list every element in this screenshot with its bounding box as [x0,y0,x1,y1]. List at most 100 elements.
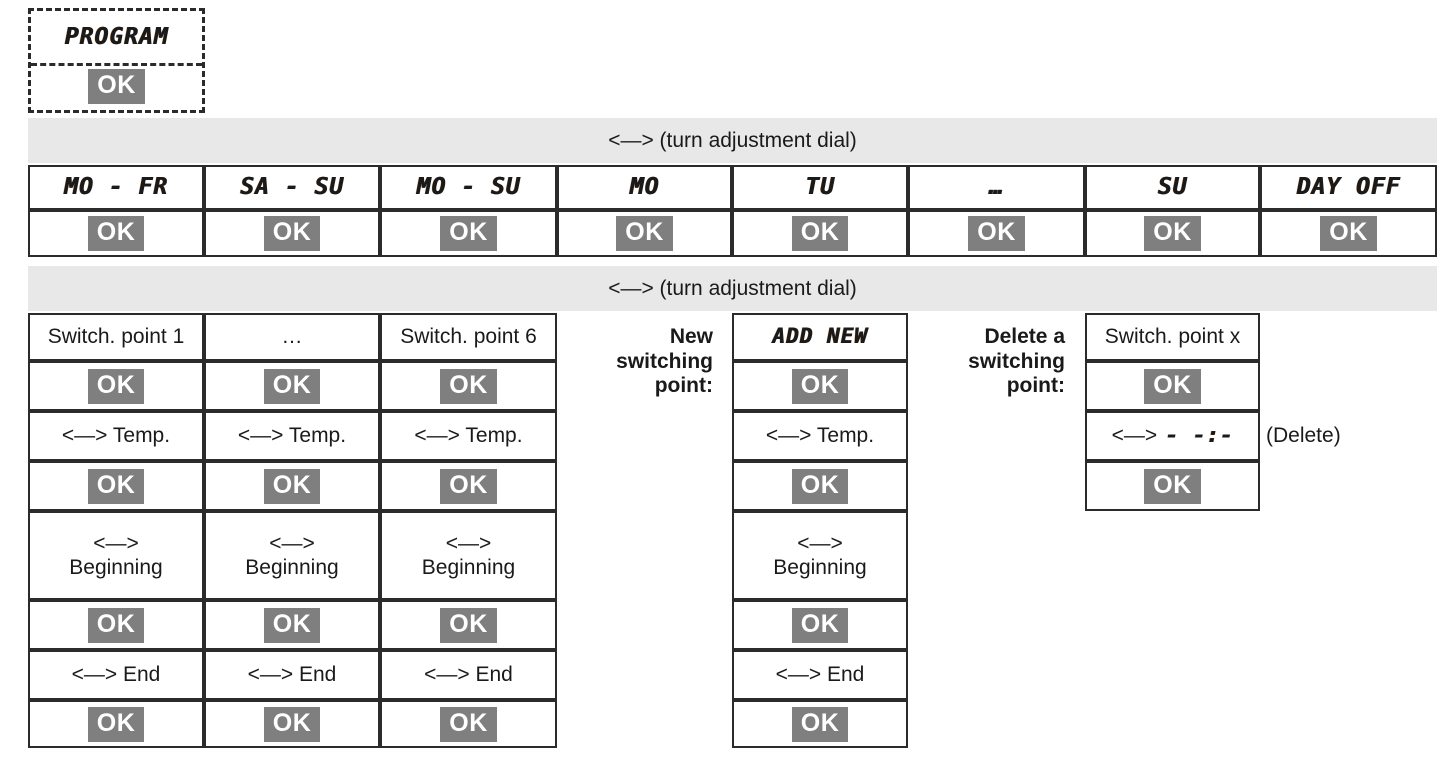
switch-point-title-label: Switch. point 1 [47,325,185,349]
ok-badge[interactable]: OK [791,468,849,504]
ok-badge[interactable]: OK [791,368,849,404]
day-lcd-label: SA - SU [240,173,344,200]
new-switching-point-label: New switching point: [557,313,723,411]
add-new-beginning-label: Beginning [773,555,867,579]
day-cell-ok[interactable]: OK [380,210,557,257]
day-cell-lcd[interactable]: MO - SU [380,165,557,210]
ok-badge[interactable]: OK [88,69,145,104]
ok-badge[interactable]: OK [263,368,321,404]
ok-badge[interactable]: OK [87,468,145,504]
switch-point-end[interactable]: <—> End [28,650,204,700]
ok-badge[interactable]: OK [263,607,321,643]
ok-badge[interactable]: OK [1144,216,1201,251]
switch-point-end-label: <—> End [424,663,513,687]
switch-point-ok[interactable]: OK [204,700,380,748]
add-new-beginning[interactable]: <—> Beginning [732,511,908,600]
switch-point-title[interactable]: … [204,313,380,361]
switch-point-end-label: <—> End [71,663,161,687]
day-cell-ok[interactable]: OK [204,210,380,257]
ok-badge[interactable]: OK [791,216,849,251]
day-cell-lcd[interactable]: SU [1085,165,1260,210]
ok-badge[interactable]: OK [440,706,497,742]
switch-point-ok[interactable]: OK [204,461,380,511]
switch-point-beginning[interactable]: <—> Beginning [204,511,380,600]
ok-badge[interactable]: OK [791,706,849,742]
switch-point-ok[interactable]: OK [28,361,204,411]
day-cell-ok[interactable]: OK [1260,210,1437,257]
program-entry-box[interactable]: PROGRAM OK [28,8,205,113]
day-cell-lcd[interactable]: … [908,165,1085,210]
delete-dashes-row[interactable]: <—> - -:- [1085,411,1260,461]
day-cell-ok[interactable]: OK [28,210,204,257]
ok-badge[interactable]: OK [87,607,145,643]
beginning-arrow-icon: <—> [797,531,843,555]
switch-point-ok[interactable]: OK [28,461,204,511]
ok-badge[interactable]: OK [263,216,321,251]
new-switching-point-label-line-2: switching [616,349,713,373]
ok-badge[interactable]: OK [440,607,497,643]
ok-badge[interactable]: OK [263,706,321,742]
ok-badge[interactable]: OK [87,216,145,251]
new-switching-point-label-line-1: New [669,324,713,348]
beginning-arrow-icon: <—> [93,531,139,555]
ok-badge[interactable]: OK [1144,468,1201,504]
ok-badge[interactable]: OK [263,468,321,504]
ok-badge[interactable]: OK [440,368,497,404]
switch-point-beginning[interactable]: <—> Beginning [28,511,204,600]
add-new-end[interactable]: <—> End [732,650,908,700]
switch-point-temp[interactable]: <—> Temp. [28,411,204,461]
day-cell-lcd[interactable]: MO [557,165,732,210]
program-lcd-display: PROGRAM [31,11,202,66]
switch-point-title[interactable]: Switch. point 6 [380,313,557,361]
delete-switch-point-title[interactable]: Switch. point x [1085,313,1260,361]
switch-point-title-label: … [281,325,303,349]
add-new-ok[interactable]: OK [732,361,908,411]
day-cell-lcd[interactable]: DAY OFF [1260,165,1437,210]
switch-point-ok[interactable]: OK [380,600,557,650]
switch-point-end[interactable]: <—> End [380,650,557,700]
delete-switching-point-label: Delete a switching point: [918,313,1075,411]
switch-point-ok[interactable]: OK [380,361,557,411]
day-cell-ok[interactable]: OK [908,210,1085,257]
add-new-temp[interactable]: <—> Temp. [732,411,908,461]
delete-switching-point-label-line-1: Delete a [984,324,1065,348]
switch-point-ok[interactable]: OK [380,461,557,511]
delete-ok[interactable]: OK [1085,461,1260,511]
ok-badge[interactable]: OK [87,368,145,404]
ok-badge[interactable]: OK [968,216,1025,251]
delete-ok[interactable]: OK [1085,361,1260,411]
add-new-title[interactable]: ADD NEW [732,313,908,361]
ok-badge[interactable]: OK [440,216,497,251]
switch-point-temp[interactable]: <—> Temp. [204,411,380,461]
switch-point-beginning[interactable]: <—> Beginning [380,511,557,600]
day-cell-ok[interactable]: OK [1085,210,1260,257]
day-lcd-label: … [989,173,1004,200]
switch-point-ok[interactable]: OK [204,361,380,411]
ok-badge[interactable]: OK [1320,216,1377,251]
add-new-ok[interactable]: OK [732,461,908,511]
day-cell-lcd[interactable]: SA - SU [204,165,380,210]
switch-point-ok[interactable]: OK [28,600,204,650]
add-new-ok[interactable]: OK [732,600,908,650]
delete-note-label: (Delete) [1266,424,1341,447]
day-lcd-label: MO - SU [416,173,521,200]
day-cell-lcd[interactable]: MO - FR [28,165,204,210]
turn-dial-band-1-label: <—> (turn adjustment dial) [608,128,857,152]
switch-point-ok[interactable]: OK [380,700,557,748]
switch-point-ok[interactable]: OK [204,600,380,650]
ok-badge[interactable]: OK [440,468,497,504]
day-cell-ok[interactable]: OK [557,210,732,257]
ok-badge[interactable]: OK [791,607,849,643]
ok-badge[interactable]: OK [1144,368,1201,404]
ok-badge[interactable]: OK [616,216,673,251]
add-new-ok[interactable]: OK [732,700,908,748]
ok-badge[interactable]: OK [87,706,145,742]
switch-point-end[interactable]: <—> End [204,650,380,700]
day-cell-lcd[interactable]: TU [732,165,908,210]
delete-switch-point-title-label: Switch. point x [1104,325,1241,349]
day-lcd-label: MO [629,173,660,200]
switch-point-ok[interactable]: OK [28,700,204,748]
day-cell-ok[interactable]: OK [732,210,908,257]
switch-point-temp[interactable]: <—> Temp. [380,411,557,461]
switch-point-title[interactable]: Switch. point 1 [28,313,204,361]
